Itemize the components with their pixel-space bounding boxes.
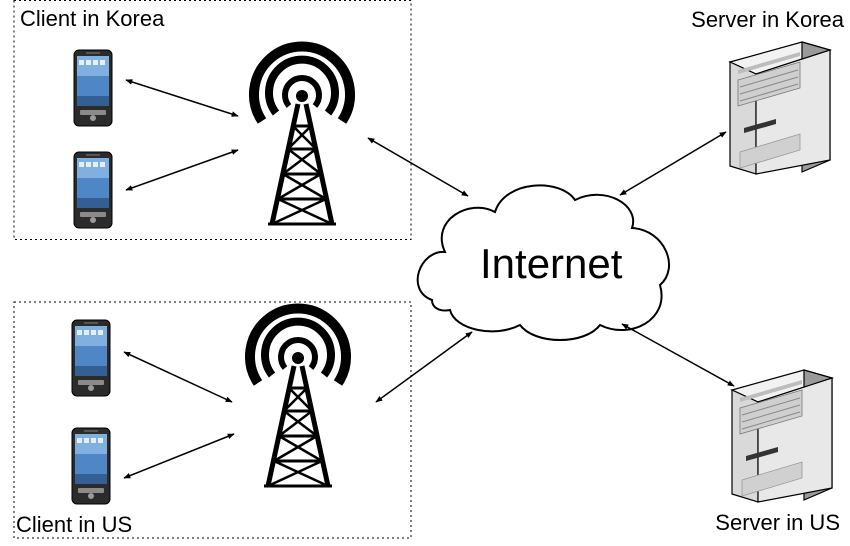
cloud-icon	[416, 184, 670, 341]
server-icon	[731, 369, 833, 503]
server-korea-label: Server in Korea	[691, 7, 844, 32]
link-arrow	[123, 433, 235, 479]
smartphone-icon	[71, 319, 111, 397]
client-us-label: Client in US	[16, 512, 133, 537]
server-icon	[729, 41, 831, 175]
cell-tower-icon	[254, 46, 350, 224]
link-arrow	[621, 323, 735, 387]
link-arrow	[375, 331, 473, 403]
korea-client-group-box	[13, 0, 412, 240]
link-arrow	[123, 351, 233, 403]
smartphone-icon	[71, 427, 111, 505]
server-us-label: Server in US	[715, 510, 840, 535]
internet-label: Internet	[480, 240, 623, 287]
link-arrow	[367, 137, 469, 197]
cell-tower-icon	[250, 308, 346, 486]
us-client-group-box	[13, 301, 412, 539]
link-arrow	[125, 149, 239, 191]
link-arrow	[619, 131, 727, 196]
client-korea-label: Client in Korea	[20, 6, 165, 31]
smartphone-icon	[73, 151, 113, 229]
smartphone-icon	[73, 49, 113, 127]
link-arrow	[125, 79, 239, 117]
